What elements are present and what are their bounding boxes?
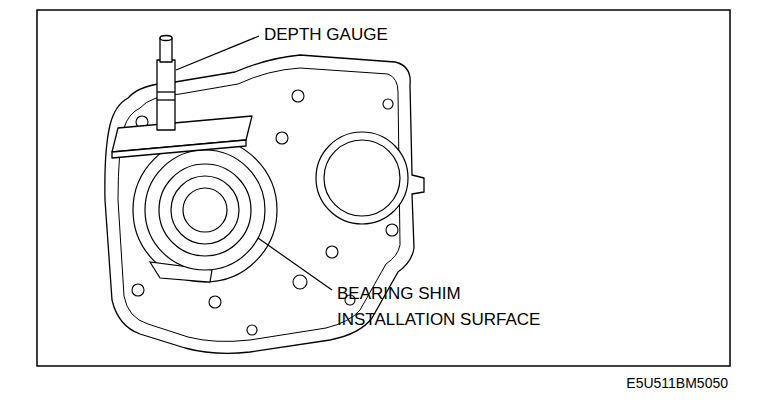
part-label: BEARING SHIM INSTALLATION SURFACE [337,281,565,332]
bearing-bore [316,132,408,224]
frame-border [37,10,730,366]
depth-gauge [112,36,252,159]
leader-lines [176,36,332,290]
part-label: DEPTH GAUGE [264,22,388,48]
figure-code: E5U511BM5050 [626,373,728,394]
housing-plate [105,55,424,353]
bearing-seat [133,138,277,282]
